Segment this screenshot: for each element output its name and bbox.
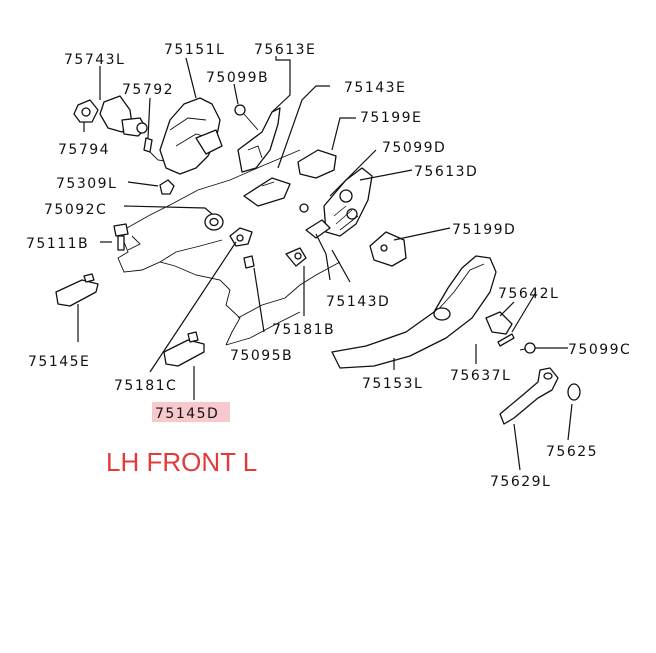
seat-frame-outline bbox=[117, 149, 341, 346]
label-75792: 75792 bbox=[122, 82, 174, 98]
label-75095B: 75095B bbox=[230, 348, 293, 364]
part-75099B-screw bbox=[234, 104, 259, 131]
label-75199D: 75199D bbox=[452, 222, 516, 238]
label-75099C: 75099C bbox=[568, 342, 631, 358]
part-75309L-clip bbox=[159, 179, 175, 195]
label-75637L: 75637L bbox=[450, 368, 511, 384]
label-75099D: 75099D bbox=[382, 140, 446, 156]
label-75111B: 75111B bbox=[26, 236, 89, 252]
part-75199E-cap bbox=[297, 149, 337, 179]
label-75145D: 75145D bbox=[155, 406, 219, 422]
label-75151L: 75151L bbox=[164, 42, 225, 58]
part-75181C-bushing bbox=[229, 227, 253, 247]
label-75309L: 75309L bbox=[56, 176, 117, 192]
part-75099C-screw bbox=[519, 342, 536, 354]
label-75099B: 75099B bbox=[206, 70, 269, 86]
label-75642L: 75642L bbox=[498, 286, 559, 302]
label-75613D: 75613D bbox=[414, 164, 478, 180]
part-75625-ring bbox=[567, 383, 581, 401]
part-75145E-cap bbox=[55, 273, 99, 307]
part-75143E-bracket bbox=[243, 177, 291, 207]
label-75629L: 75629L bbox=[490, 474, 551, 490]
part-75637L-knob bbox=[485, 311, 513, 335]
label-75181C: 75181C bbox=[114, 378, 177, 394]
label-75625: 75625 bbox=[546, 444, 598, 460]
label-75153L: 75153L bbox=[362, 376, 423, 392]
part-labels: 75743L 75151L 75613E 75792 75099B 75143E… bbox=[26, 42, 631, 490]
label-75143D: 75143D bbox=[326, 294, 390, 310]
part-75153L-shield bbox=[331, 255, 497, 369]
label-75199E: 75199E bbox=[360, 110, 422, 126]
part-75111B-bolt bbox=[113, 223, 129, 251]
part-75792-pin bbox=[143, 137, 173, 163]
part-75092C-grommet bbox=[204, 213, 224, 231]
part-75151L-cover bbox=[159, 97, 223, 175]
diagram-caption: LH FRONT L bbox=[106, 447, 257, 477]
part-75642L-pin bbox=[497, 333, 515, 347]
label-75143E: 75143E bbox=[344, 80, 406, 96]
label-75794: 75794 bbox=[58, 142, 110, 158]
part-75143D-link bbox=[285, 247, 307, 267]
highlight-75145D bbox=[152, 402, 230, 422]
label-75743L: 75743L bbox=[64, 52, 125, 68]
label-75145E: 75145E bbox=[28, 354, 90, 370]
part-75613E-bracket bbox=[237, 107, 281, 173]
label-75613E: 75613E bbox=[254, 42, 316, 58]
label-75181B: 75181B bbox=[272, 322, 335, 338]
part-75629L-handle bbox=[499, 367, 559, 425]
label-75092C: 75092C bbox=[44, 202, 107, 218]
part-75199D-cover bbox=[369, 231, 407, 267]
part-75145D-cap bbox=[163, 331, 205, 367]
leader-lines bbox=[77, 56, 573, 471]
part-75095B-nut bbox=[243, 255, 255, 269]
part-75743L-knob bbox=[73, 95, 148, 137]
part-75613D-mechanism bbox=[299, 167, 373, 239]
